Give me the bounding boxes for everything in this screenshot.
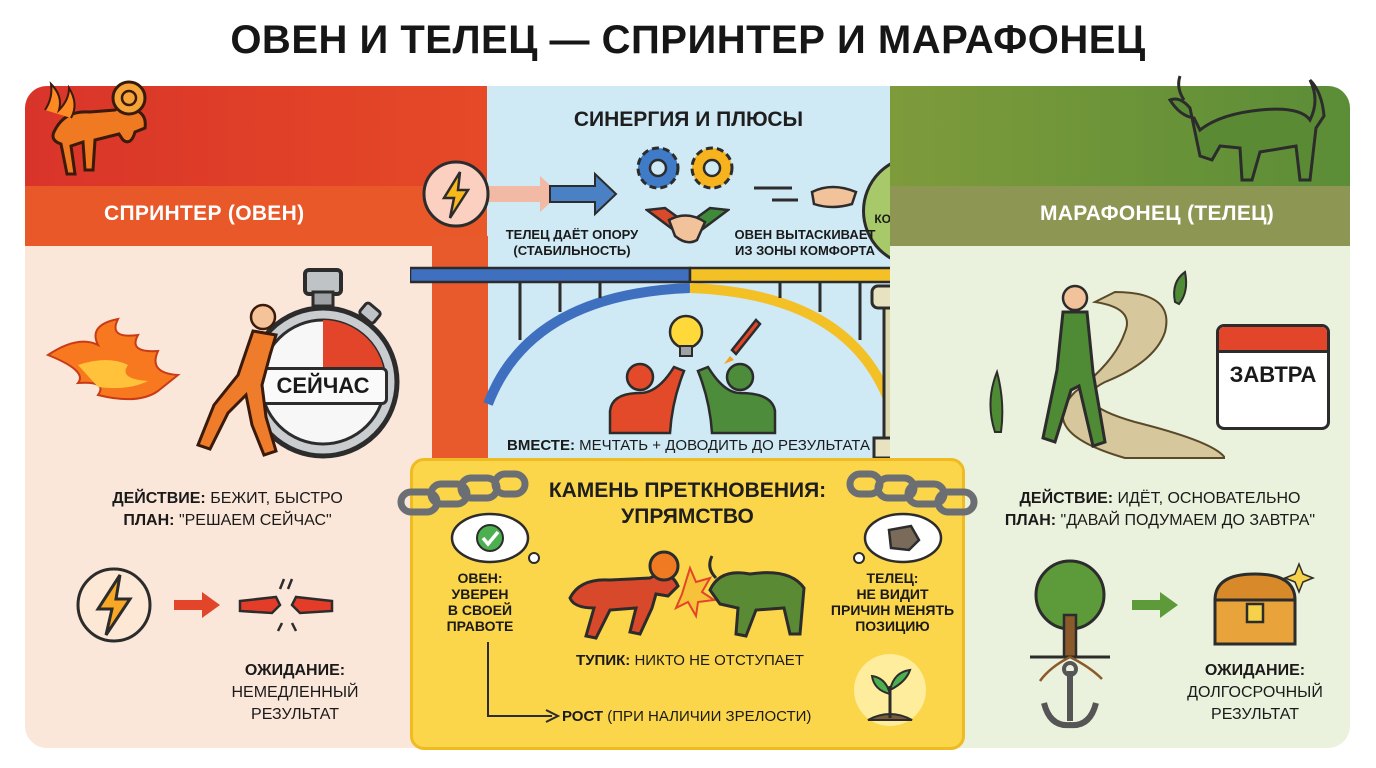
lightning-arrow-icon [422, 160, 618, 228]
lightbulb-icon [668, 314, 762, 364]
arrow-right-icon [1132, 592, 1178, 618]
sprinter-plan: ПЛАН: "РЕШАЕМ СЕЙЧАС" [25, 510, 430, 531]
tomorrow-label: ЗАВТРА [1229, 362, 1317, 387]
sprinter-plan-key: ПЛАН: [123, 512, 175, 529]
calendar-header [1219, 327, 1327, 353]
tree-icon [1030, 559, 1110, 729]
hand-pull-icon [754, 185, 858, 209]
taurus-support-caption: ТЕЛЕЦ ДАЁТ ОПОРУ (СТАБИЛЬНОСТЬ) [492, 227, 652, 259]
lightning-icon [76, 567, 152, 643]
sprinter-action-value: БЕЖИТ, БЫСТРО [210, 490, 343, 507]
marathoner-header: МАРАФОНЕЦ (ТЕЛЕЦ) [1040, 202, 1275, 225]
taurus-stubborn-line3: ПРИЧИН МЕНЯТЬ [830, 602, 955, 618]
sprinter-action: ДЕЙСТВИЕ: БЕЖИТ, БЫСТРО [25, 488, 430, 509]
sprinter-action-key: ДЕЙСТВИЕ: [112, 490, 206, 507]
conflict-header: КАМЕНЬ ПРЕТКНОВЕНИЯ: УПРЯМСТВО [410, 478, 965, 530]
together-key: ВМЕСТЕ: [507, 437, 575, 454]
taurus-stubborn-line4: ПОЗИЦИЮ [855, 618, 930, 634]
aries-stubborn-line3: В СВОЕЙ [447, 602, 513, 618]
aries-stubborn-line2: УВЕРЕН [451, 586, 509, 602]
sprinter-header-band [25, 186, 495, 246]
aries-stubborn-line4: ПРАВОТЕ [446, 618, 514, 634]
runner-icon [45, 303, 278, 457]
aries-pull-line1: ОВЕН ВЫТАСКИВАЕТ [734, 227, 876, 242]
marathoner-expect-key: ОЖИДАНИЕ: [1204, 662, 1306, 679]
aries-stubborn: ОВЕН: УВЕРЕН В СВОЕЙ ПРАВОТЕ [440, 570, 520, 634]
chain-icon [397, 470, 529, 516]
ram-bull-clash-icon [568, 550, 806, 640]
growth-value: (ПРИ НАЛИЧИИ ЗРЕЛОСТИ) [607, 708, 812, 725]
treasure-chest-icon [1213, 561, 1315, 646]
arrow-right-icon [174, 592, 220, 618]
marathoner-plan: ПЛАН: "ДАВАЙ ПОДУМАЕМ ДО ЗАВТРА" [950, 510, 1370, 531]
taurus-support-line1: ТЕЛЕЦ ДАЁТ ОПОРУ [505, 227, 639, 242]
aries-stubborn-key: ОВЕН: [457, 570, 503, 586]
growth-key: РОСТ [562, 708, 604, 725]
deadlock-caption: ТУПИК: НИКТО НЕ ОТСТУПАЕТ [560, 652, 820, 669]
together-caption: ВМЕСТЕ: МЕЧТАТЬ + ДОВОДИТЬ ДО РЕЗУЛЬТАТА [487, 437, 890, 454]
calendar-icon [1216, 324, 1330, 430]
together-value: МЕЧТАТЬ + ДОВОДИТЬ ДО РЕЗУЛЬТАТА [579, 437, 870, 454]
growth-connector [487, 642, 561, 723]
sprout-icon [854, 654, 926, 726]
marathoner-plan-key: ПЛАН: [1004, 512, 1057, 529]
chain-icon [846, 470, 978, 516]
high-five-icon [608, 362, 777, 435]
sprinter-header: СПРИНТЕР (ОВЕН) [104, 202, 305, 225]
ram-icon [44, 80, 147, 176]
sprinter-expect-key: ОЖИДАНИЕ: [244, 662, 346, 679]
gears-icon [636, 146, 734, 190]
handshake-icon [645, 206, 730, 244]
taurus-stubborn-key: ТЕЛЕЦ: [866, 570, 919, 586]
bull-icon [1167, 75, 1326, 182]
taurus-stubborn-line2: НЕ ВИДИТ [856, 586, 929, 602]
stone-bubble-icon [853, 512, 943, 564]
deadlock-key: ТУПИК: [576, 652, 631, 669]
page-title: ОВЕН И ТЕЛЕЦ — СПРИНТЕР И МАРАФОНЕЦ [230, 18, 1146, 62]
sprinter-plan-value: "РЕШАЕМ СЕЙЧАС" [178, 512, 332, 529]
walker-icon [989, 270, 1225, 459]
synergy-header: СИНЕРГИЯ И ПЛЮСЫ [573, 108, 804, 131]
marathoner-action-key: ДЕЙСТВИЕ: [1019, 490, 1114, 507]
marathoner-expect-line2: РЕЗУЛЬТАТ [1211, 706, 1299, 723]
marathoner-header-band [890, 186, 1350, 246]
check-bubble-icon [450, 512, 540, 564]
marathoner-plan-value: "ДАВАЙ ПОДУМАЕМ ДО ЗАВТРА" [1060, 512, 1316, 529]
sprinter-expect-line2: РЕЗУЛЬТАТ [251, 706, 339, 723]
marathoner-action: ДЕЙСТВИЕ: ИДЁТ, ОСНОВАТЕЛЬНО [950, 488, 1370, 509]
torn-ribbon-icon [238, 578, 334, 632]
aries-pull-line2: ИЗ ЗОНЫ КОМФОРТА [734, 243, 875, 258]
conflict-header-line1: КАМЕНЬ ПРЕТКНОВЕНИЯ: [548, 479, 827, 502]
marathoner-expect-line1: ДОЛГОСРОЧНЫЙ [1187, 684, 1323, 701]
taurus-support-line2: (СТАБИЛЬНОСТЬ) [513, 243, 631, 258]
aries-pull-caption: ОВЕН ВЫТАСКИВАЕТ ИЗ ЗОНЫ КОМФОРТА [725, 227, 885, 259]
taurus-stubborn: ТЕЛЕЦ: НЕ ВИДИТ ПРИЧИН МЕНЯТЬ ПОЗИЦИЮ [830, 570, 955, 634]
deadlock-value: НИКТО НЕ ОТСТУПАЕТ [634, 652, 804, 669]
conflict-header-line2: УПРЯМСТВО [621, 505, 754, 528]
marathoner-action-value: ИДЁТ, ОСНОВАТЕЛЬНО [1117, 490, 1301, 507]
growth-caption: РОСТ (ПРИ НАЛИЧИИ ЗРЕЛОСТИ) [562, 708, 811, 725]
sprinter-expect-line1: НЕМЕДЛЕННЫЙ [231, 684, 359, 701]
